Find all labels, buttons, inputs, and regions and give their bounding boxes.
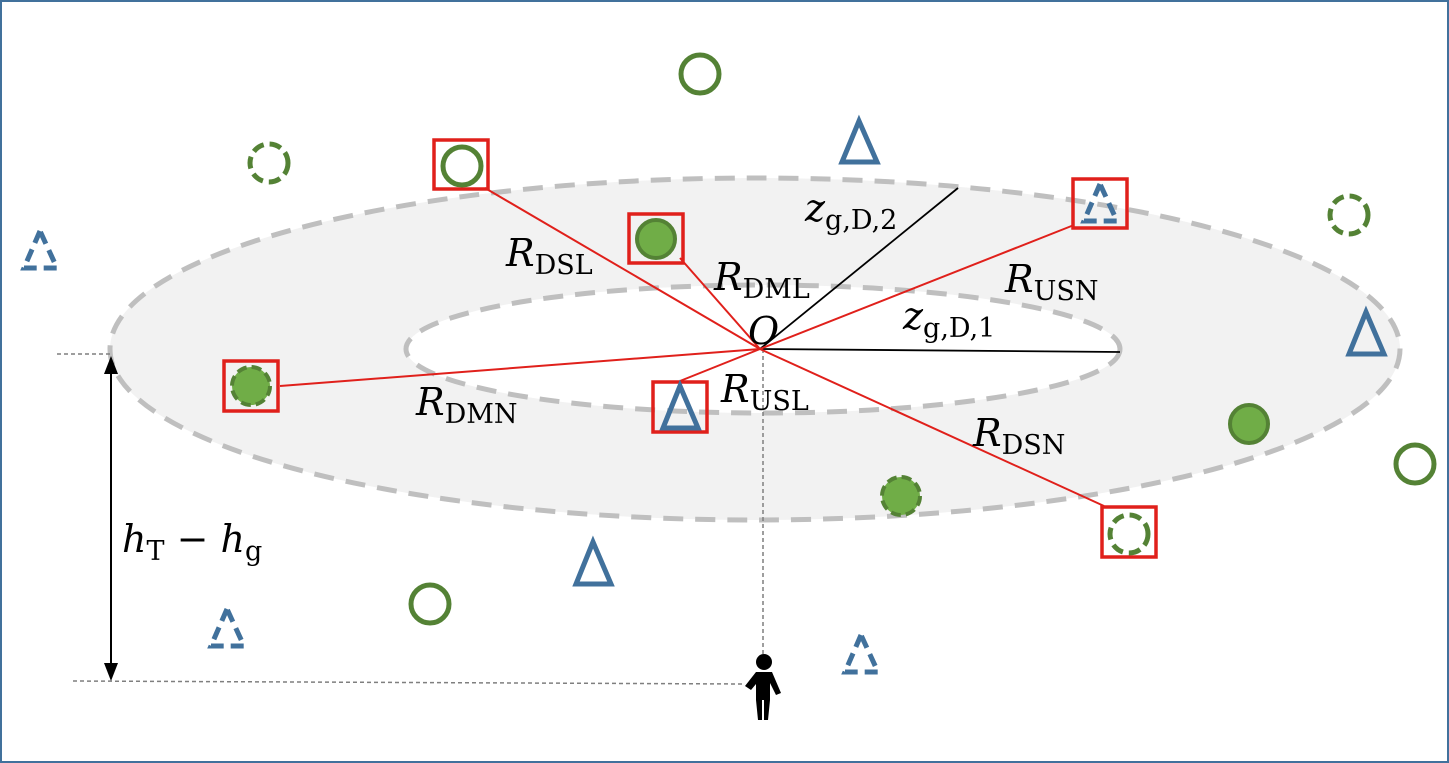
link-usl xyxy=(679,348,761,382)
label-r-dmn: RDMN xyxy=(415,380,518,430)
hollow-circle-icon xyxy=(440,144,484,188)
annulus-region xyxy=(110,178,1400,520)
hollow-circle-icon xyxy=(1393,442,1437,486)
label-r-dsn: RDSN xyxy=(972,411,1065,461)
link-dmn xyxy=(279,348,761,387)
label-r-usl: RUSL xyxy=(720,367,809,417)
highlight-box-dsl xyxy=(432,138,490,191)
solid-triangle-icon xyxy=(1345,305,1388,357)
highlight-box-dmn xyxy=(222,359,280,413)
highlight-box-usn xyxy=(1071,177,1129,230)
label-z-g-d-2: zg,D,2 xyxy=(804,186,897,236)
link-usn xyxy=(759,224,1075,350)
link-dml xyxy=(679,257,761,350)
dashed-circle-icon xyxy=(1327,193,1371,237)
ground-level-guide xyxy=(72,680,746,685)
dashed-triangle-icon xyxy=(1080,177,1121,224)
solid-triangle-icon xyxy=(838,114,881,165)
dashed-circle-icon xyxy=(247,141,291,185)
highlight-box-dsn xyxy=(1100,505,1158,559)
label-origin: O xyxy=(748,309,779,353)
label-r-usn: RUSN xyxy=(1004,257,1099,307)
height-arrow xyxy=(104,356,118,681)
outer-radius-line xyxy=(759,187,959,350)
filled-dashed-circle-icon xyxy=(880,475,922,517)
hollow-circle-icon xyxy=(678,52,722,96)
label-height-difference: hT − hg xyxy=(122,517,262,567)
link-dsn xyxy=(759,348,1105,507)
person-icon xyxy=(745,654,781,720)
label-r-dml: RDML xyxy=(713,255,810,305)
solid-triangle-icon xyxy=(659,379,702,431)
outer-ring-boundary xyxy=(107,175,1403,523)
dashed-triangle-icon xyxy=(841,628,882,675)
dashed-circle-icon xyxy=(1107,512,1151,556)
dashed-triangle-icon xyxy=(207,602,248,649)
hollow-circle-icon xyxy=(408,582,452,626)
filled-dashed-circle-icon xyxy=(230,365,272,407)
solid-triangle-icon xyxy=(572,535,615,587)
label-r-dsl: RDSL xyxy=(505,231,593,281)
inner-radius-line xyxy=(759,348,1121,353)
filled-circle-icon xyxy=(1228,403,1270,445)
highlight-box-dml xyxy=(627,212,685,265)
label-z-g-d-1: zg,D,1 xyxy=(902,294,995,344)
dashed-triangle-icon xyxy=(20,224,61,271)
link-dsl xyxy=(484,187,761,350)
filled-circle-icon xyxy=(635,218,677,260)
